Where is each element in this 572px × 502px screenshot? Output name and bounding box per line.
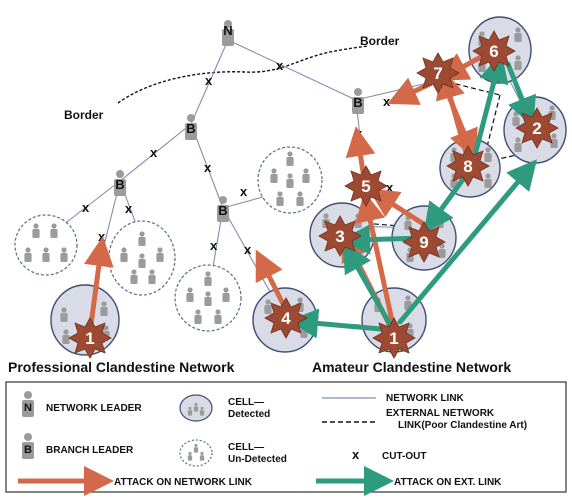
legend-branch-leader: B BRANCH LEADER [22, 433, 134, 459]
svg-text:x: x [244, 242, 252, 257]
attack-external-arrows [288, 52, 538, 339]
svg-text:Un-Detected: Un-Detected [228, 454, 287, 465]
svg-text:CELL—: CELL— [228, 397, 264, 408]
legend: N NETWORK LEADER B BRANCH LEADER CELL— D… [5, 381, 567, 496]
svg-text:x: x [82, 200, 90, 215]
legend-network-link: NETWORK LINK [322, 393, 465, 404]
svg-text:NETWORK LINK: NETWORK LINK [386, 393, 465, 404]
svg-text:4: 4 [281, 309, 291, 328]
legend-cell-detected: CELL— Detected [179, 394, 270, 422]
cell-9: 9 [402, 221, 446, 263]
cell-3: 3 [318, 215, 362, 257]
cell-6: 6 [472, 30, 516, 72]
svg-text:EXTERNAL NETWORK: EXTERNAL NETWORK [386, 408, 495, 419]
svg-text:Detected: Detected [228, 409, 270, 420]
svg-text:x: x [240, 184, 248, 199]
legend-network-leader: N NETWORK LEADER [22, 391, 142, 417]
legend-attack-network: ATTACK ON NETWORK LINK [18, 466, 253, 496]
svg-text:ATTACK ON NETWORK LINK: ATTACK ON NETWORK LINK [114, 477, 253, 488]
svg-text:2: 2 [532, 119, 541, 138]
title-professional: Professional Clandestine Network [8, 359, 235, 375]
svg-text:B: B [115, 177, 124, 192]
network-leader-letter: N [223, 23, 232, 38]
svg-text:CUT-OUT: CUT-OUT [382, 451, 426, 462]
svg-text:B: B [186, 121, 195, 136]
svg-text:B: B [353, 95, 362, 110]
branch-leader-mid: B [217, 196, 229, 222]
svg-text:x: x [150, 145, 158, 160]
svg-text:x: x [204, 160, 212, 175]
svg-text:1: 1 [389, 329, 398, 348]
cell-7: 7 [416, 52, 460, 94]
legend-cutout: x CUT-OUT [352, 447, 426, 462]
svg-text:B: B [218, 203, 227, 218]
svg-text:5: 5 [361, 177, 370, 196]
svg-text:LINK(Poor Clandestine Art): LINK(Poor Clandestine Art) [398, 420, 527, 431]
svg-text:NETWORK LEADER: NETWORK LEADER [46, 403, 142, 414]
svg-text:1: 1 [85, 329, 94, 348]
svg-text:6: 6 [489, 42, 498, 61]
svg-text:x: x [276, 58, 284, 73]
svg-text:3: 3 [335, 227, 344, 246]
svg-text:BRANCH LEADER: BRANCH LEADER [46, 445, 134, 456]
svg-text:7: 7 [433, 64, 442, 83]
svg-text:8: 8 [463, 157, 472, 176]
legend-external-link: EXTERNAL NETWORK LINK(Poor Clandestine A… [322, 408, 527, 431]
cell-1-amateur: 1 [372, 317, 416, 359]
cell-bursts: 1 4 1 3 9 5 8 7 6 2 [68, 30, 559, 359]
border-label-left: Border [64, 108, 104, 122]
cell-2: 2 [515, 107, 559, 149]
cell-8: 8 [446, 145, 490, 187]
svg-text:CELL—: CELL— [228, 442, 264, 453]
svg-text:x: x [383, 94, 391, 109]
svg-text:x: x [386, 180, 394, 195]
svg-text:x: x [125, 201, 133, 216]
undetected-cells [14, 146, 323, 332]
svg-text:x: x [210, 238, 218, 253]
border-line [117, 45, 369, 104]
title-amateur: Amateur Clandestine Network [312, 359, 511, 375]
svg-text:x: x [352, 447, 360, 462]
svg-text:N: N [24, 402, 32, 414]
branch-leader-top: B [185, 114, 197, 140]
cell-1-professional: 1 [68, 317, 112, 359]
legend-attack-external: ATTACK ON EXT. LINK [316, 466, 502, 496]
cell-5: 5 [344, 165, 388, 207]
svg-text:B: B [24, 444, 32, 456]
cell-4: 4 [264, 297, 308, 339]
network-leader: N [222, 20, 234, 46]
border-label-right: Border [360, 34, 400, 48]
legend-cell-undetected: CELL— Un-Detected [179, 439, 287, 467]
svg-text:ATTACK ON EXT. LINK: ATTACK ON EXT. LINK [394, 477, 502, 488]
branch-leader-left: B [114, 170, 126, 196]
svg-text:x: x [98, 229, 106, 244]
svg-text:9: 9 [419, 233, 428, 252]
branch-leader-right: B [352, 88, 364, 114]
svg-text:x: x [205, 73, 213, 88]
